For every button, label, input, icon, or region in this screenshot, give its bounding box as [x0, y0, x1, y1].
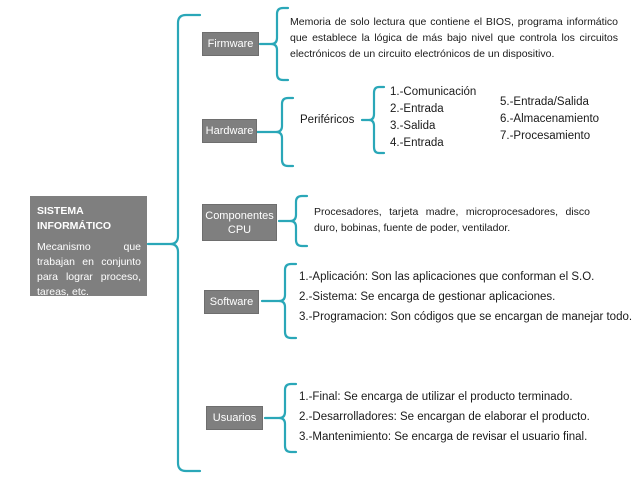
- cpu-label-line2: CPU: [227, 223, 252, 236]
- hardware-label: Hardware: [205, 125, 254, 137]
- list-item: 2.-Sistema: Se encarga de gestionar apli…: [299, 291, 556, 303]
- hardware-box: Hardware: [202, 119, 257, 143]
- list-item: 4.-Entrada: [390, 137, 444, 149]
- list-item: 2.-Entrada: [390, 103, 444, 115]
- software-brace: [260, 262, 298, 340]
- root-box: SISTEMA INFORMÁTICO Mecanismo que trabaj…: [30, 196, 147, 298]
- usuarios-list: 1.-Final: Se encarga de utilizar el prod…: [299, 387, 590, 447]
- usuarios-label: Usuarios: [212, 412, 257, 424]
- root-title: SISTEMA INFORMÁTICO: [37, 205, 112, 232]
- software-label: Software: [209, 296, 254, 308]
- cpu-box: Componentes CPU: [202, 204, 277, 241]
- software-list: 1.-Aplicación: Son las aplicaciones que …: [299, 267, 632, 327]
- firmware-brace: [258, 6, 290, 82]
- usuarios-box: Usuarios: [206, 406, 263, 430]
- list-item: 1.-Aplicación: Son las aplicaciones que …: [299, 271, 595, 283]
- firmware-box: Firmware: [202, 32, 259, 56]
- cpu-description: Procesadores, tarjeta madre, microproces…: [314, 206, 590, 234]
- perifericos-brace: [360, 85, 386, 155]
- hardware-brace: [255, 96, 295, 168]
- perifericos-list-b: 5.-Entrada/Salida 6.-Almacenamiento 7.-P…: [500, 94, 599, 145]
- list-item: 7.-Procesamiento: [500, 130, 591, 142]
- cpu-label-line1: Componentes: [205, 209, 274, 222]
- firmware-label: Firmware: [207, 38, 254, 50]
- list-item: 1.-Final: Se encarga de utilizar el prod…: [299, 391, 573, 403]
- list-item: 5.-Entrada/Salida: [500, 96, 589, 108]
- usuarios-brace: [263, 382, 298, 454]
- main-brace: [146, 13, 202, 473]
- list-item: 2.-Desarrolladores: Se encargan de elabo…: [299, 411, 590, 423]
- perifericos-label: Periféricos: [300, 114, 355, 126]
- cpu-brace: [277, 194, 309, 248]
- software-box: Software: [204, 290, 259, 314]
- list-item: 6.-Almacenamiento: [500, 113, 600, 125]
- perifericos-list-a: 1.-Comunicación 2.-Entrada 3.-Salida 4.-…: [390, 84, 476, 152]
- list-item: 3.-Salida: [390, 120, 436, 132]
- list-item: 3.-Programacion: Son códigos que se enca…: [299, 311, 633, 323]
- root-description: Mecanismo que trabajan en conjunto para …: [37, 241, 141, 298]
- list-item: 3.-Mantenimiento: Se encarga de revisar …: [299, 431, 588, 443]
- firmware-description: Memoria de solo lectura que contiene el …: [290, 16, 618, 60]
- list-item: 1.-Comunicación: [390, 86, 477, 98]
